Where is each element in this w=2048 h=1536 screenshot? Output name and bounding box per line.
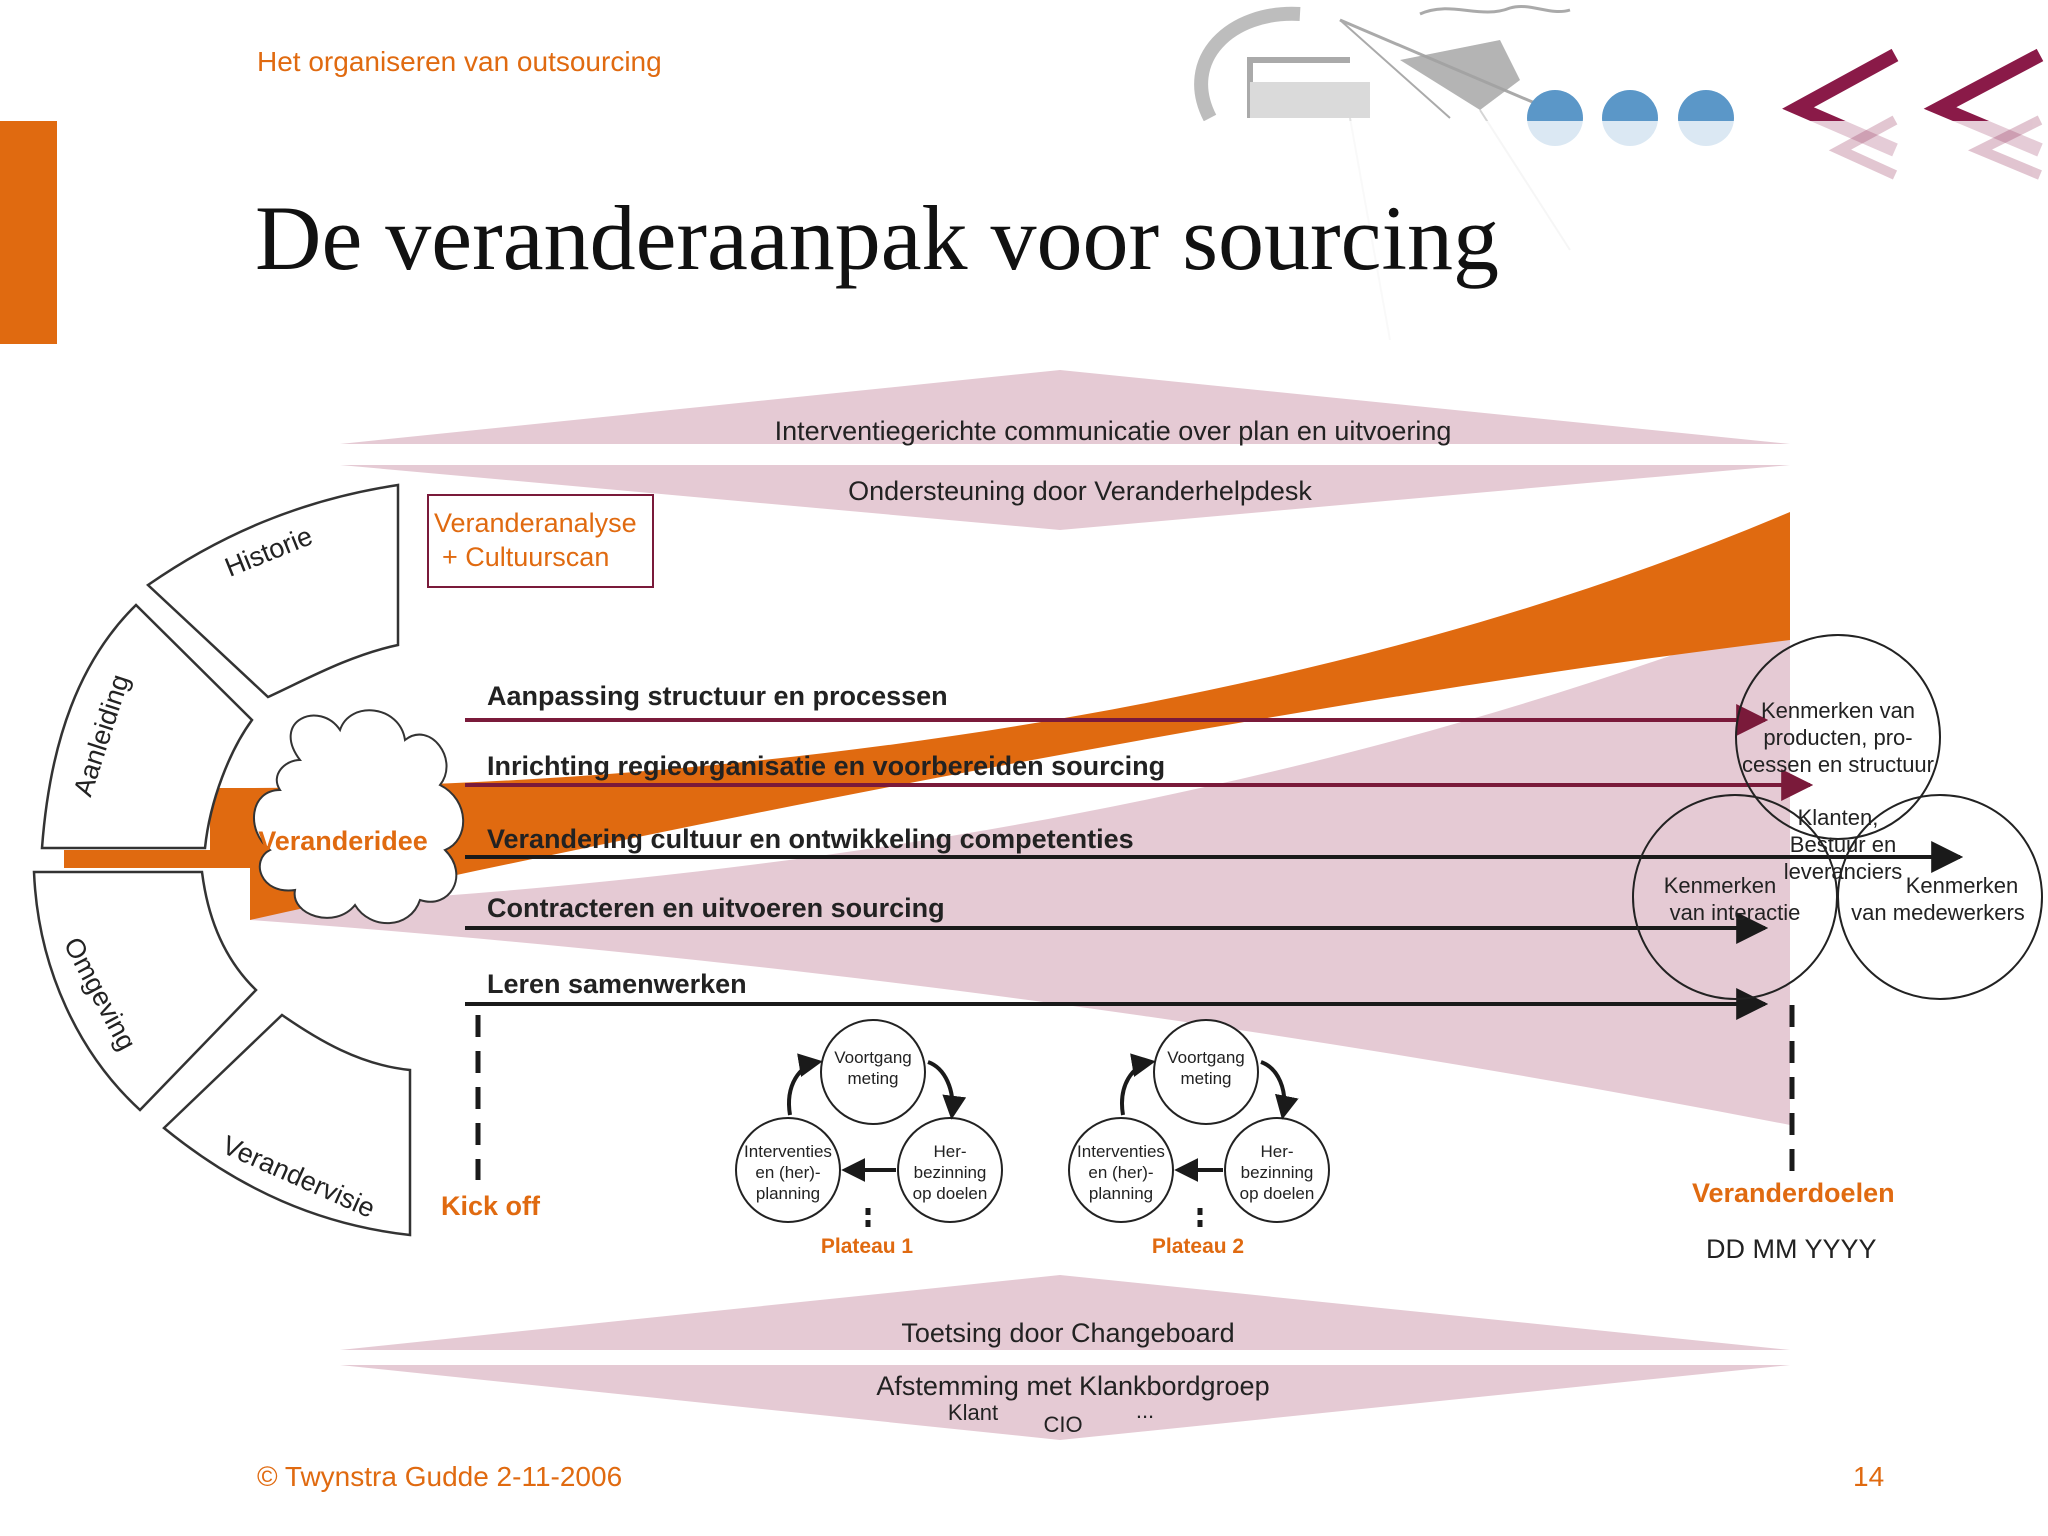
cycle2-right-line1: Her- bbox=[1260, 1142, 1293, 1161]
idea-cloud-label: Veranderidee bbox=[258, 826, 428, 856]
cycle1-right-line1: Her- bbox=[933, 1142, 966, 1161]
bottom-band-2-label: Afstemming met Klankbordgroep bbox=[876, 1371, 1269, 1401]
analysis-box bbox=[427, 494, 654, 588]
kickoff-label: Kick off bbox=[441, 1191, 541, 1221]
fan-segment-aanleiding bbox=[40, 603, 254, 850]
stream-label-4: Contracteren en uitvoeren sourcing bbox=[487, 893, 945, 923]
top-band-2-label: Ondersteuning door Veranderhelpdesk bbox=[848, 476, 1312, 506]
venn-top-line3: cessen en structuur bbox=[1742, 752, 1934, 777]
presentation-subtitle: Het organiseren van outsourcing bbox=[257, 46, 662, 77]
bottom-member-3: ... bbox=[1136, 1398, 1154, 1423]
plateau-cycle-2: Voortgang meting Interventies en (her)- … bbox=[1068, 1019, 1330, 1258]
cycle1-top-line1: Voortgang bbox=[834, 1048, 912, 1067]
engraving-logo-icon bbox=[1150, 5, 2048, 345]
top-band-1-label: Interventiegerichte communicatie over pl… bbox=[775, 416, 1452, 446]
cycle1-left-line2: en (her)- bbox=[755, 1163, 820, 1182]
cycle2-top-line2: meting bbox=[1180, 1069, 1231, 1088]
footer-copyright: © Twynstra Gudde 2-11-2006 bbox=[257, 1461, 623, 1492]
idea-cloud bbox=[253, 709, 465, 925]
bottom-band-1-label: Toetsing door Changeboard bbox=[901, 1318, 1234, 1348]
cycle2-right-line2: bezinning bbox=[1241, 1163, 1314, 1182]
orange-accent-bar bbox=[0, 121, 57, 344]
orange-growth-band bbox=[64, 512, 1790, 920]
venn-right-line1: Kenmerken bbox=[1906, 873, 2019, 898]
venn-circle-top bbox=[1735, 634, 1941, 840]
fan-segment-verandervisie bbox=[162, 1013, 412, 1237]
bottom-band-1 bbox=[340, 1275, 1790, 1350]
cycle1-right-line2: bezinning bbox=[914, 1163, 987, 1182]
fan-segment-historie bbox=[146, 483, 400, 699]
page-number: 14 bbox=[1853, 1461, 1885, 1492]
pink-growth-wedge bbox=[250, 612, 1790, 1125]
venn-center-line2: Bestuur en bbox=[1790, 832, 1896, 857]
top-band-1 bbox=[340, 370, 1790, 444]
cycle2-left-line3: planning bbox=[1089, 1184, 1153, 1203]
cycle1-top-line2: meting bbox=[847, 1069, 898, 1088]
venn-left-line1: Kenmerken bbox=[1664, 873, 1777, 898]
cycle2-left-line2: en (her)- bbox=[1088, 1163, 1153, 1182]
cycle2-right-line3: op doelen bbox=[1240, 1184, 1315, 1203]
top-band-2 bbox=[340, 465, 1790, 530]
bottom-member-1: Klant bbox=[948, 1400, 998, 1425]
venn-top-line2: producten, pro- bbox=[1763, 725, 1912, 750]
venn-top-line1: Kenmerken van bbox=[1761, 698, 1915, 723]
venn-center-line3: leveranciers bbox=[1784, 859, 1903, 884]
stream-label-2: Inrichting regieorganisatie en voorberei… bbox=[487, 751, 1165, 781]
goals-label: Veranderdoelen bbox=[1692, 1178, 1895, 1208]
analysis-box-line1: Veranderanalyse bbox=[434, 508, 637, 538]
analysis-box-line2: + Cultuurscan bbox=[442, 542, 609, 572]
cycle1-left-line1: Interventies bbox=[744, 1142, 832, 1161]
goals-date: DD MM YYYY bbox=[1706, 1234, 1877, 1264]
venn-left-line2: van interactie bbox=[1670, 900, 1801, 925]
plateau-1-label: Plateau 1 bbox=[821, 1235, 914, 1258]
stream-label-1: Aanpassing structuur en processen bbox=[487, 681, 948, 711]
stream-label-3: Verandering cultuur en ontwikkeling comp… bbox=[487, 824, 1134, 854]
stream-label-5: Leren samenwerken bbox=[487, 969, 747, 999]
fan-segment-omgeving bbox=[32, 870, 258, 1112]
bottom-band-2 bbox=[340, 1365, 1790, 1440]
venn-center-line1: Klanten, bbox=[1798, 805, 1879, 830]
cycle1-left-line3: planning bbox=[756, 1184, 820, 1203]
plateau-cycle-1: Voortgang meting Interventies en (her)- … bbox=[735, 1019, 1003, 1258]
cycle1-right-line3: op doelen bbox=[913, 1184, 988, 1203]
cycle2-top-line1: Voortgang bbox=[1167, 1048, 1245, 1067]
page-title: De veranderaanpak voor sourcing bbox=[255, 187, 1500, 289]
bottom-member-2: CIO bbox=[1043, 1412, 1082, 1437]
cycle2-left-line1: Interventies bbox=[1077, 1142, 1165, 1161]
venn-circle-right bbox=[1837, 794, 2043, 1000]
venn-right-line2: van medewerkers bbox=[1851, 900, 2025, 925]
plateau-2-label: Plateau 2 bbox=[1152, 1235, 1244, 1258]
